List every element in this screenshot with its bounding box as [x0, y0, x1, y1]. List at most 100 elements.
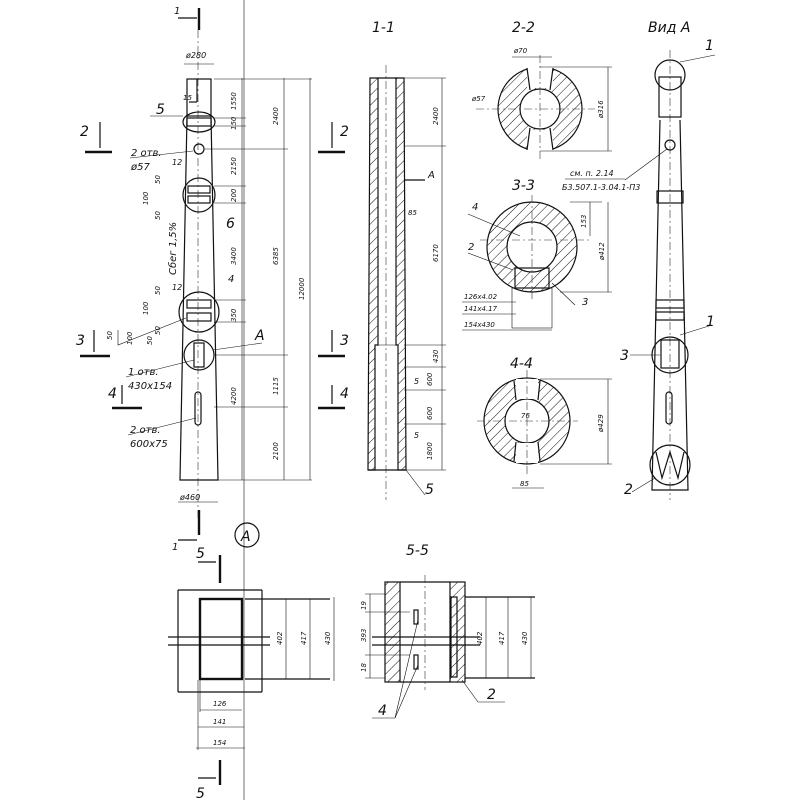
dim-150: 150	[230, 116, 238, 130]
dim-12000: 12000	[298, 277, 306, 300]
holes-size-2: 430x154	[128, 381, 172, 392]
dimension-lines	[205, 78, 312, 481]
dim-393: 393	[360, 629, 368, 642]
dim-85-44: 85	[520, 480, 529, 488]
dim-19: 19	[360, 601, 368, 610]
dim-141: 141	[213, 718, 226, 726]
dim-3400: 3400	[230, 247, 238, 265]
callout-6: 6	[226, 216, 235, 232]
callout-2-33: 2	[468, 242, 474, 253]
dim-417-55: 417	[498, 631, 506, 645]
cut-label-1-top: 1	[174, 6, 180, 17]
cut-label-2-left: 2	[80, 124, 89, 140]
dim-11-2400: 2400	[432, 107, 440, 125]
note-ref-2: Б3.507.1-3.04.1-П3	[562, 183, 640, 192]
column-elevation	[178, 8, 220, 541]
dim-100a: 100	[142, 191, 150, 205]
section-1-1	[367, 65, 446, 500]
taper-note: Сбег 1,5%	[167, 222, 179, 275]
view-a-title: Вид А	[648, 20, 690, 36]
cut-label-1-bottom: 1	[172, 542, 178, 553]
section-2-2-title: 2-2	[512, 20, 535, 36]
dim-85: 85	[408, 209, 417, 217]
dim-50b: 50	[154, 211, 162, 220]
top-diameter: ø280	[185, 51, 206, 60]
section-3-3	[462, 195, 612, 331]
callout-3-33: 3	[582, 297, 588, 308]
dim-430-55: 430	[521, 631, 529, 645]
callout-2-view: 2	[624, 482, 633, 498]
dim-430: 430	[324, 631, 332, 645]
cut-label-3-right: 3	[340, 333, 349, 349]
dim-d412: ø412	[598, 242, 606, 261]
dim-12b: 12	[172, 283, 182, 292]
callout-5-section: 5	[425, 482, 434, 498]
dim-350: 350	[230, 308, 238, 322]
dim-4200: 4200	[230, 387, 238, 405]
dim-11-600a: 600	[426, 372, 434, 386]
dim-50e: 50	[106, 331, 114, 340]
cut-label-5-bottom: 5	[196, 786, 205, 800]
callout-5: 5	[156, 102, 165, 118]
cut-label-3-left: 3	[76, 333, 85, 349]
bottom-diameter: ø460	[179, 493, 200, 502]
callout-1-mid: 1	[706, 314, 715, 330]
dim-5a: 5	[414, 377, 419, 386]
callout-2-55: 2	[487, 687, 496, 703]
view-arrow-a: А	[427, 170, 435, 181]
dim-15: 15	[183, 94, 192, 102]
dim-417: 417	[300, 631, 308, 645]
dim-11-600b: 600	[426, 406, 434, 420]
note-ref-1: см. п. 2.14	[570, 169, 614, 178]
plate-141x417: 141x4.17	[464, 305, 498, 313]
section-5-5-title: 5-5	[406, 543, 429, 559]
dim-402-55: 402	[476, 631, 484, 645]
cut-label-4-right: 4	[340, 386, 349, 402]
dim-153: 153	[580, 215, 588, 228]
dim-50a: 50	[154, 175, 162, 184]
dim-50c: 50	[154, 286, 162, 295]
holes-size-1: ø57	[130, 162, 150, 173]
dim-5b: 5	[414, 431, 419, 440]
section-4-4	[477, 370, 612, 489]
cut-label-4-left: 4	[108, 386, 117, 402]
dim-2150: 2150	[230, 157, 238, 175]
dim-50f: 50	[146, 336, 154, 345]
dim-d429: ø429	[597, 414, 605, 433]
holes-size-3: 600x75	[130, 439, 168, 450]
dim-d57: ø57	[471, 95, 486, 103]
dim-50d: 50	[154, 326, 162, 335]
dim-154: 154	[213, 739, 226, 747]
cut-label-5-top: 5	[196, 546, 205, 562]
section-3-3-title: 3-3	[512, 178, 535, 194]
callout-4-33: 4	[472, 202, 478, 213]
detail-a	[168, 555, 335, 785]
dim-1550: 1550	[230, 92, 238, 110]
section-1-1-title: 1-1	[372, 20, 395, 36]
dim-200: 200	[230, 188, 238, 202]
section-cut-marks	[80, 122, 345, 410]
dim-d70: ø70	[513, 47, 528, 55]
callout-1-top: 1	[705, 38, 714, 54]
callout-4-55: 4	[378, 703, 387, 719]
dim-12a: 12	[172, 158, 182, 167]
dim-18: 18	[360, 663, 368, 672]
cut-label-2-right: 2	[340, 124, 349, 140]
dim-6385: 6385	[272, 247, 280, 265]
section-5-5	[365, 575, 535, 719]
plate-126x402: 126x4.02	[464, 293, 498, 301]
dim-126: 126	[213, 700, 227, 708]
dim-2400: 2400	[272, 107, 280, 125]
plate-154x430: 154x430	[464, 321, 495, 329]
view-a	[624, 50, 716, 500]
dim-11-1800: 1800	[426, 442, 434, 460]
callout-a: А	[254, 328, 265, 344]
section-4-4-title: 4-4	[510, 356, 533, 372]
dim-76: 76	[521, 412, 530, 420]
dim-100c: 100	[126, 331, 134, 345]
callout-3-view: 3	[620, 348, 629, 364]
dim-11-430: 430	[432, 349, 440, 363]
dim-402: 402	[276, 631, 284, 645]
